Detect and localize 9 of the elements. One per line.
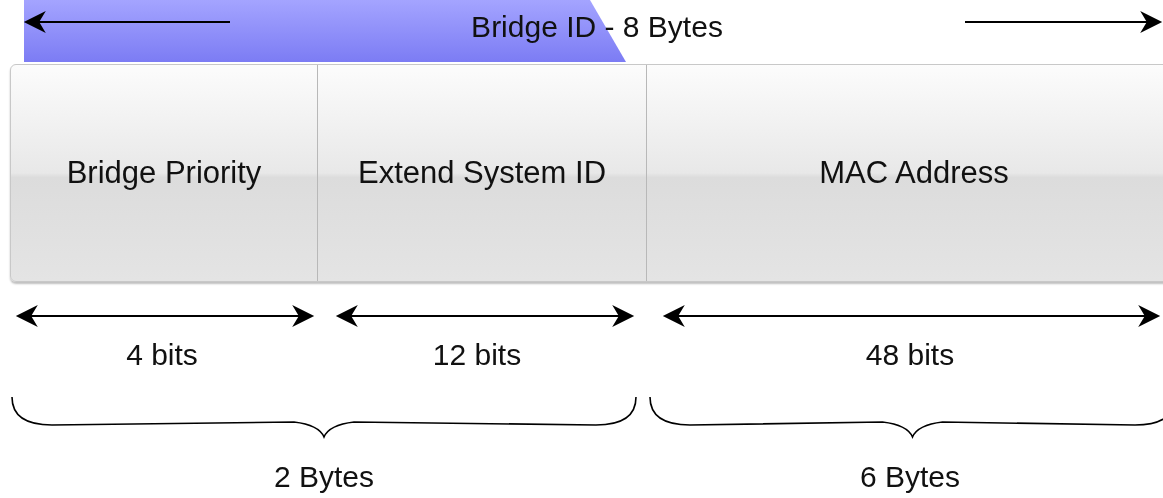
total-size-label: Bridge ID - 8 Bytes <box>471 10 723 44</box>
size-label: 12 bits <box>432 338 522 372</box>
size-label: 2 Bytes <box>273 460 375 494</box>
size-label: 4 bits <box>126 338 198 372</box>
field-name: Bridge Priority <box>66 155 262 191</box>
field-name: Extend System ID <box>357 155 607 191</box>
size-label: 48 bits <box>865 338 955 372</box>
field-name: MAC Address <box>819 155 1009 191</box>
size-label: 6 Bytes <box>859 460 961 494</box>
